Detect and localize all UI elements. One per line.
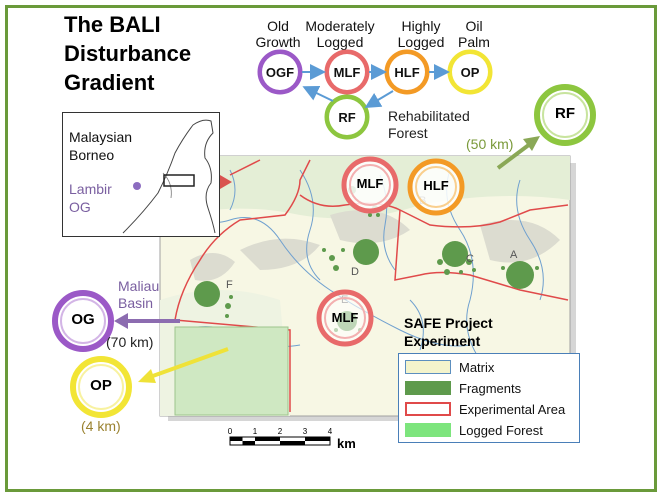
legend-row-fragments: Fragments xyxy=(405,380,521,396)
legend-row-experimental-area: Experimental Area xyxy=(405,401,565,417)
legend-row-matrix: Matrix xyxy=(405,359,494,375)
hlf-label: HLF xyxy=(389,54,425,90)
mlf-label: MLF xyxy=(329,54,365,90)
legend-swatch-logged-forest xyxy=(405,423,451,437)
outside-op-circle xyxy=(70,356,132,418)
map-matrix-blob xyxy=(190,252,235,281)
map-matrix-blob xyxy=(330,210,410,244)
map-matrix-blob xyxy=(240,238,320,270)
figure-title: The BALI Disturbance Gradient xyxy=(64,12,192,95)
rf-arrow xyxy=(496,136,540,170)
outside-og-circle xyxy=(52,290,114,352)
map-mlf-bottom-circle xyxy=(316,289,374,347)
og-arrow xyxy=(114,313,180,329)
borneo-outline xyxy=(122,119,216,234)
svg-text:3: 3 xyxy=(303,427,308,436)
ogf-label: OGF xyxy=(262,54,298,90)
map-mlf-bottom-label: MLF xyxy=(331,310,359,325)
outside-rf-label: RF xyxy=(555,105,575,122)
rf-label: RF xyxy=(329,99,365,135)
lambir-marker xyxy=(133,182,141,190)
map-matrix-blob xyxy=(480,220,560,263)
map-hlf-circle xyxy=(407,158,465,216)
legend-row-logged-forest: Logged Forest xyxy=(405,422,543,438)
figure-frame xyxy=(5,5,657,492)
rf-distance: (50 km) xyxy=(466,136,514,152)
svg-text:1: 1 xyxy=(253,427,258,436)
scale-unit: km xyxy=(337,436,356,451)
fragment-letter-a: A xyxy=(510,249,518,261)
fragment-letter-d: D xyxy=(351,266,359,278)
map-hlf-label: HLF xyxy=(423,178,449,193)
outside-og-label: OG xyxy=(71,311,95,328)
op-distance: (4 km) xyxy=(81,418,121,434)
map-mlf-top-label: MLF xyxy=(356,176,384,191)
logged-forest-block xyxy=(174,326,289,416)
outside-rf-circle xyxy=(534,84,596,146)
legend-swatch-fragments xyxy=(405,381,451,395)
fragment-letter-f: F xyxy=(226,279,233,291)
legend-swatch-experimental-area xyxy=(405,402,451,416)
gradient-arrows xyxy=(302,64,450,109)
map-mlf-top-circle xyxy=(341,156,399,214)
op-arrow xyxy=(138,347,229,383)
scale-bar: 0 1 2 3 4 km xyxy=(228,427,356,451)
svg-text:4: 4 xyxy=(328,427,333,436)
fragment-letter-c: C xyxy=(466,253,474,265)
inset-focus-box xyxy=(163,174,195,187)
outside-op-label: OP xyxy=(90,377,112,394)
og-distance: (70 km) xyxy=(106,334,154,350)
map-legend: Matrix Fragments Experimental Area Logge… xyxy=(398,353,580,443)
svg-text:2: 2 xyxy=(278,427,283,436)
svg-text:0: 0 xyxy=(228,427,233,436)
legend-swatch-matrix xyxy=(405,360,451,374)
op-label: OP xyxy=(452,54,488,90)
